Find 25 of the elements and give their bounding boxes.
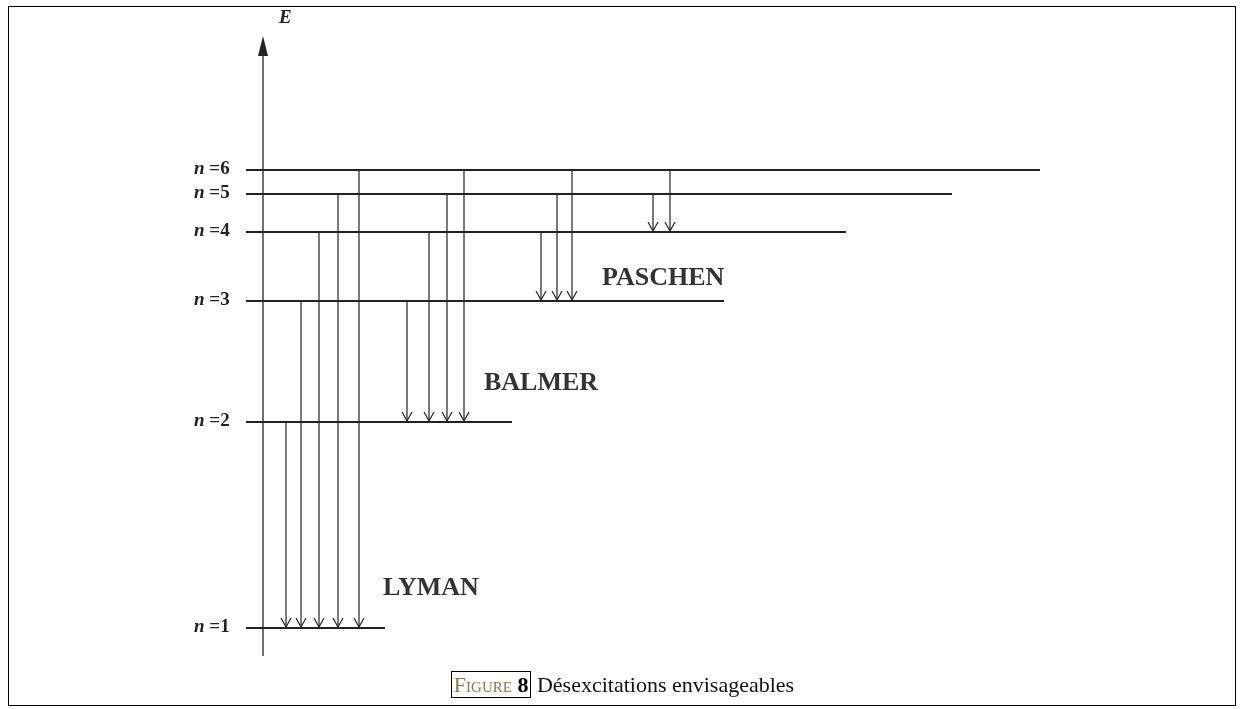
transition-arrow — [313, 231, 325, 628]
transition-arrow — [441, 193, 453, 422]
level-label: n =6 — [194, 157, 230, 179]
transition-arrow — [423, 231, 435, 422]
transition-arrow — [458, 169, 470, 422]
series-label: PASCHEN — [602, 262, 725, 292]
level-label: n =3 — [194, 288, 230, 310]
transition-arrow — [332, 193, 344, 628]
figure-caption: Figure 8 Désexcitations envisageables — [0, 672, 1245, 698]
level-label: n =4 — [194, 219, 230, 241]
transition-arrow — [353, 169, 365, 628]
transition-arrow — [401, 300, 413, 422]
transition-arrow — [664, 169, 676, 232]
transition-arrow — [566, 169, 578, 301]
transition-arrow — [295, 300, 307, 628]
series-label: LYMAN — [383, 572, 479, 602]
transition-arrow — [647, 193, 659, 232]
level-label: n =2 — [194, 409, 230, 431]
axis-label: E — [279, 6, 292, 28]
level-label: n =1 — [194, 615, 230, 637]
transition-arrow — [551, 193, 563, 301]
series-label: BALMER — [484, 367, 599, 397]
level-label: n =5 — [194, 181, 230, 203]
transition-arrow — [280, 421, 292, 628]
transition-arrow — [535, 231, 547, 301]
